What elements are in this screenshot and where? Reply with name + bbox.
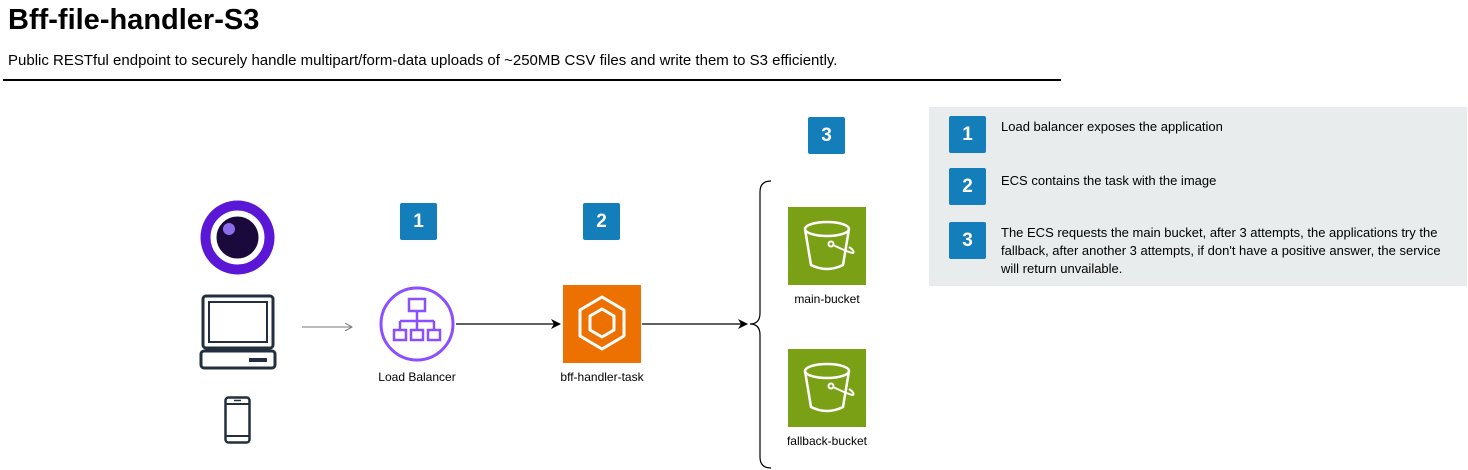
legend-badge-2: 2	[949, 168, 986, 205]
app-logo-icon	[199, 199, 276, 276]
buckets-badge: 3	[808, 117, 845, 154]
page-title: Bff-file-handler-S3	[8, 4, 260, 36]
fallback-bucket-icon[interactable]	[788, 349, 866, 427]
desktop-computer-icon	[199, 293, 277, 371]
ecs-container-icon[interactable]	[563, 285, 641, 363]
load-balancer-badge: 1	[400, 203, 437, 240]
main-bucket-label: main-bucket	[794, 292, 860, 306]
ecs-task-badge: 2	[583, 203, 620, 240]
load-balancer-icon[interactable]	[378, 285, 456, 363]
main-bucket-icon[interactable]	[788, 207, 866, 285]
page-subtitle: Public RESTful endpoint to securely hand…	[8, 52, 838, 69]
legend-badge-1: 1	[949, 116, 986, 153]
legend-badge-3: 3	[949, 222, 986, 259]
fallback-bucket-label: fallback-bucket	[786, 434, 868, 448]
legend-panel	[929, 107, 1467, 286]
buckets-curly-brace	[749, 180, 772, 469]
mobile-phone-icon	[224, 396, 251, 444]
legend-text-3: The ECS requests the main bucket, after …	[1001, 225, 1441, 276]
legend-text-1: Load balancer exposes the application	[1001, 119, 1223, 134]
ecs-task-label: bff-handler-task	[560, 370, 644, 384]
load-balancer-label: Load Balancer	[378, 370, 456, 384]
title-divider	[3, 79, 1061, 81]
legend-text-2: ECS contains the task with the image	[1001, 173, 1217, 188]
